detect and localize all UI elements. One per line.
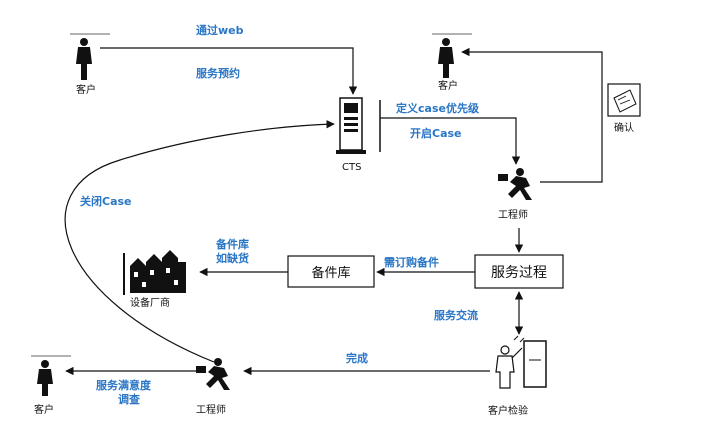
customer-bottom-left-icon bbox=[31, 355, 71, 396]
label-define-priority: 定义case优先级 bbox=[396, 101, 480, 115]
label-survey-line2: 调查 bbox=[118, 392, 140, 406]
vendor-building-icon bbox=[123, 250, 186, 295]
label-service-booking: 服务预约 bbox=[196, 66, 240, 80]
engineer-bottom-icon bbox=[196, 358, 230, 390]
engineer-top-label: 工程师 bbox=[498, 208, 528, 221]
cts-label: CTS bbox=[342, 162, 361, 173]
engineer-top-icon bbox=[498, 168, 532, 200]
parts-store-label: 备件库 bbox=[311, 265, 350, 281]
customer-top-right-icon bbox=[432, 33, 472, 78]
customer-top-right-label: 客户 bbox=[438, 79, 458, 92]
service-process-box bbox=[474, 254, 564, 289]
label-open-case: 开启Case bbox=[410, 126, 462, 140]
edge-confirm bbox=[461, 47, 603, 183]
customer-check-label: 客户检验 bbox=[488, 404, 528, 417]
vendor-label: 设备厂商 bbox=[130, 296, 170, 309]
edge-open-case bbox=[380, 117, 521, 165]
edge-close-case bbox=[64, 120, 335, 363]
customer-top-left-icon bbox=[70, 33, 110, 80]
label-via-web: 通过web bbox=[196, 23, 244, 37]
label-close-case: 关闭Case bbox=[80, 194, 132, 208]
label-service-exchange: 服务交流 bbox=[434, 308, 478, 322]
edge-web-booking bbox=[100, 47, 358, 95]
customer-bottom-left-label: 客户 bbox=[34, 403, 54, 416]
label-complete: 完成 bbox=[346, 351, 368, 365]
label-need-parts: 需订购备件 bbox=[384, 255, 439, 269]
confirm-document-icon bbox=[607, 83, 641, 117]
cts-server-icon bbox=[336, 97, 366, 154]
customer-check-icon bbox=[495, 335, 547, 389]
confirm-label: 确认 bbox=[614, 121, 634, 134]
customer-top-left-label: 客户 bbox=[76, 83, 96, 96]
label-parts-line1: 备件库 bbox=[215, 237, 249, 251]
label-parts-line2: 如缺货 bbox=[216, 251, 249, 265]
engineer-bottom-label: 工程师 bbox=[196, 403, 226, 416]
service-process-label: 服务过程 bbox=[491, 265, 547, 281]
label-survey-line1: 服务满意度 bbox=[96, 378, 152, 392]
